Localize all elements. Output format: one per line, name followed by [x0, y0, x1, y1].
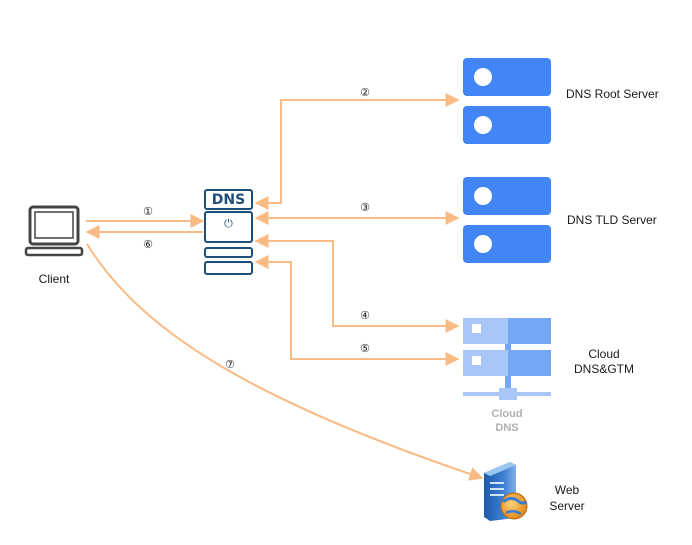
cloud-dns-caption-line1: Cloud — [491, 408, 522, 420]
step-label-3: ③ — [360, 202, 370, 214]
step-label-2: ② — [360, 87, 370, 99]
step-label-1: ① — [143, 206, 153, 218]
root-server-label: DNS Root Server — [566, 87, 659, 101]
dns-server-icon: DNS ⏻ — [204, 189, 253, 275]
web-server-label-line1: Web — [554, 483, 580, 497]
client-label: Client — [38, 272, 70, 286]
tld-server-label: DNS TLD Server — [567, 213, 657, 227]
web-server-label-line2: Server — [549, 499, 585, 513]
step-labels: ① ② ③ ④ ⑤ ⑥ ⑦ — [143, 87, 370, 371]
server-rack-icon — [463, 58, 551, 144]
dns-badge-text: DNS — [212, 192, 245, 208]
arrow-step-4 — [254, 234, 460, 333]
server-rack-icon — [463, 177, 551, 263]
web-server-globe-icon — [484, 462, 528, 521]
power-icon: ⏻ — [224, 217, 233, 230]
arrow-step-2 — [254, 93, 460, 210]
arrow-step-5 — [254, 255, 460, 366]
connections — [85, 93, 484, 481]
cloud-dns-gtm-label-line2: DNS&GTM — [574, 362, 634, 376]
cloud-dns-gtm-label-line1: Cloud — [588, 347, 620, 361]
arrow-step-7 — [86, 243, 484, 481]
step-label-5: ⑤ — [360, 343, 370, 355]
step-label-4: ④ — [360, 310, 370, 322]
step-label-6: ⑥ — [143, 239, 153, 251]
cloud-dns-caption-line2: DNS — [495, 422, 518, 434]
cloud-dns-icon: Cloud DNS — [463, 318, 551, 434]
computer-monitor-icon — [24, 205, 84, 257]
step-label-7: ⑦ — [225, 359, 235, 371]
